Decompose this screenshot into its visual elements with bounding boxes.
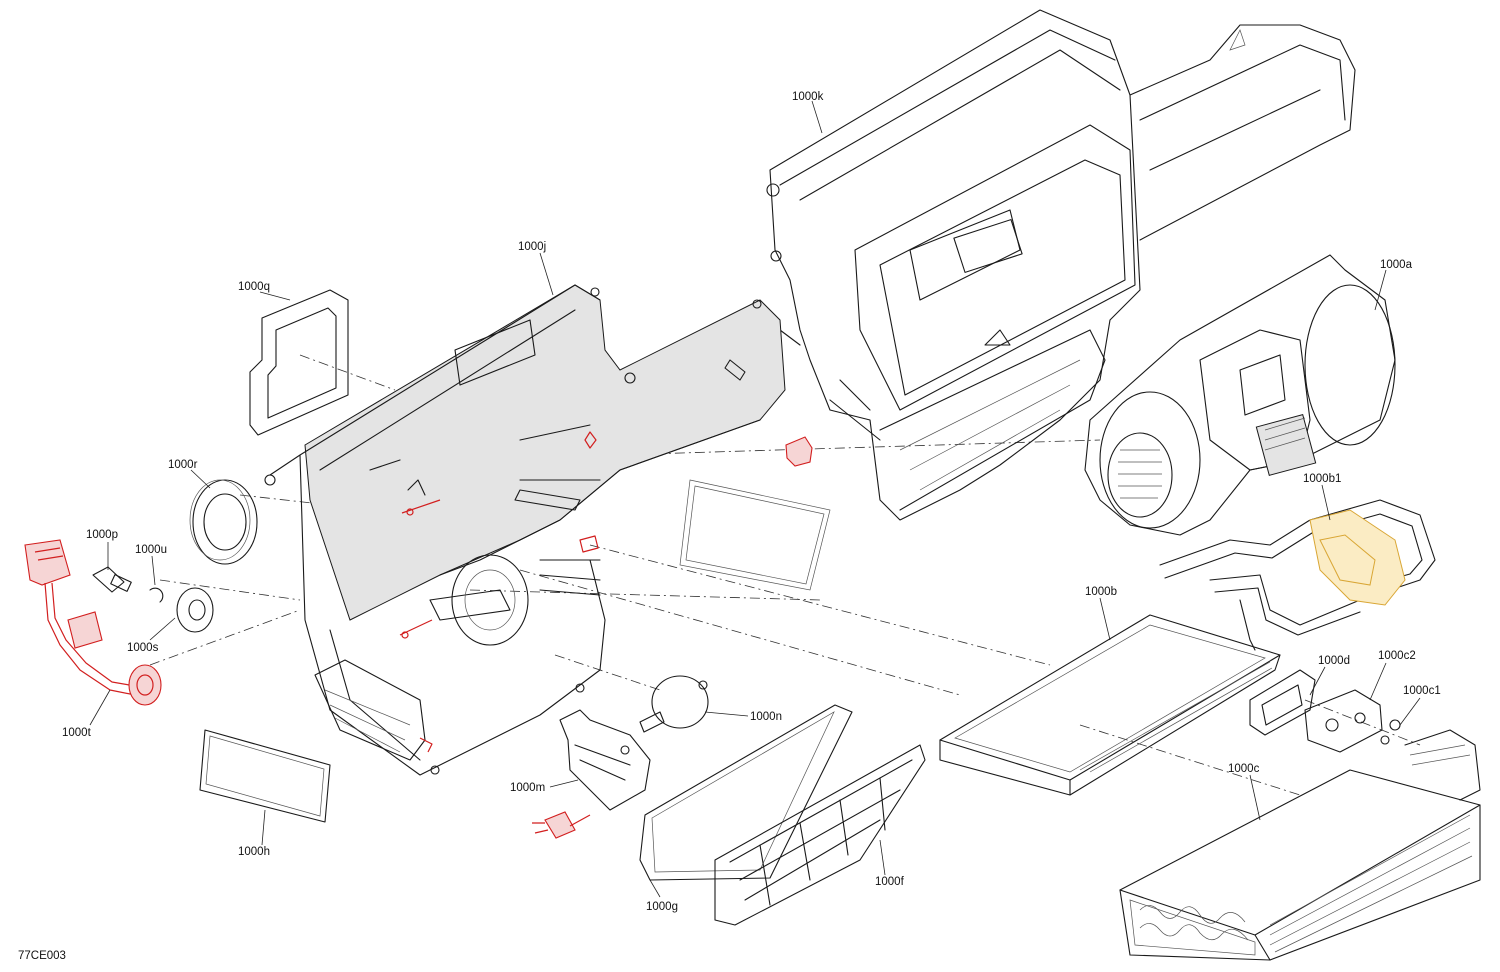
label-1000c1: 1000c1 xyxy=(1403,685,1441,697)
oring-1000c1 xyxy=(1380,719,1401,745)
window-1000h xyxy=(199,729,331,823)
seal-1000d xyxy=(1249,669,1316,736)
label-1000m: 1000m xyxy=(510,782,545,794)
grille-1000f xyxy=(714,744,926,926)
figure-id: 77CE003 xyxy=(18,950,66,962)
label-1000a: 1000a xyxy=(1380,259,1413,271)
label-1000u: 1000u xyxy=(135,544,167,556)
label-1000n: 1000n xyxy=(750,711,782,723)
heater-core-1000b xyxy=(939,614,1281,796)
filter-frame-1000g xyxy=(639,704,853,881)
leader-lines xyxy=(89,100,1421,898)
duct-housing-1000j xyxy=(264,284,786,776)
clip-1000u xyxy=(149,587,164,603)
upper-housing-1000k xyxy=(759,9,1356,521)
label-1000d: 1000d xyxy=(1318,655,1350,667)
actuator-1000m xyxy=(532,709,651,839)
block-1000c2 xyxy=(1304,689,1383,753)
harness-1000t xyxy=(24,539,162,706)
window-center xyxy=(679,479,831,591)
label-1000r: 1000r xyxy=(168,459,198,471)
label-1000k: 1000k xyxy=(792,91,824,103)
label-1000s: 1000s xyxy=(127,642,159,654)
clip-red xyxy=(785,436,813,467)
grommet-1000s xyxy=(176,587,214,633)
label-1000b: 1000b xyxy=(1085,586,1117,598)
sensor-1000p xyxy=(92,566,132,593)
label-1000h: 1000h xyxy=(238,846,270,858)
label-1000f: 1000f xyxy=(875,876,905,888)
label-1000j: 1000j xyxy=(518,241,546,253)
valve-pipes-1000b1 xyxy=(1159,499,1436,651)
label-1000t: 1000t xyxy=(62,727,92,739)
label-1000g: 1000g xyxy=(646,901,678,913)
blower-1000a xyxy=(1084,254,1396,536)
label-1000c2: 1000c2 xyxy=(1378,650,1416,662)
gasket-1000q xyxy=(249,289,349,436)
label-1000q: 1000q xyxy=(238,281,270,293)
part-labels: 1000j 1000k 1000a 1000b1 1000b 1000d 100… xyxy=(18,91,1441,962)
cap-1000n xyxy=(639,675,709,733)
evaporator-1000c xyxy=(1119,729,1481,961)
label-1000p: 1000p xyxy=(86,529,118,541)
label-1000b1: 1000b1 xyxy=(1303,473,1341,485)
ring-1000r xyxy=(189,479,258,565)
label-1000c: 1000c xyxy=(1228,763,1260,775)
